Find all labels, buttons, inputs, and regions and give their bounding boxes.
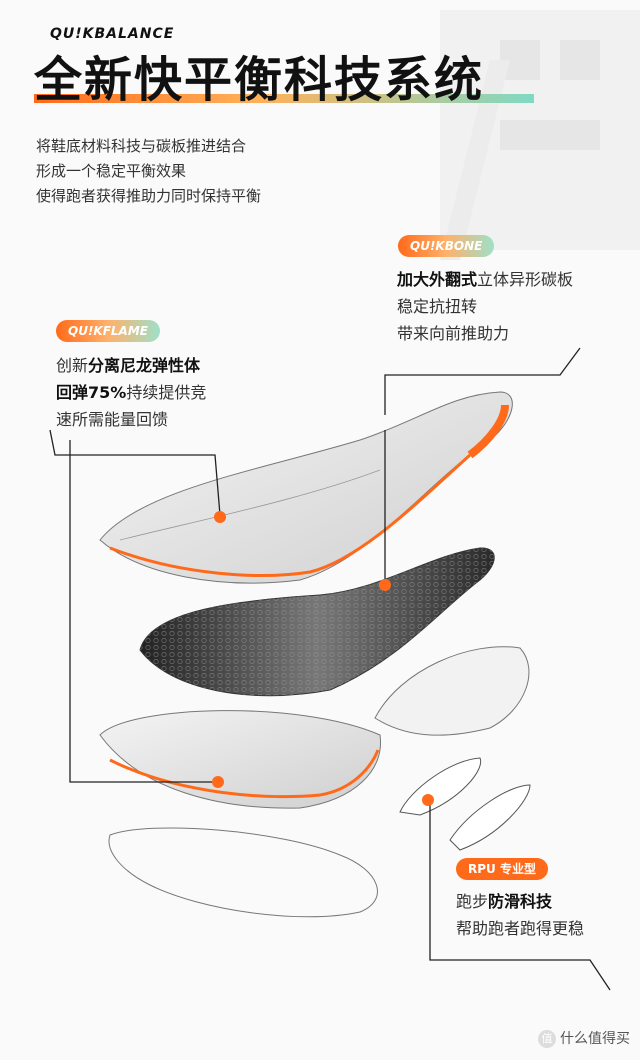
midsole-top-layer xyxy=(99,391,513,584)
intro-line: 将鞋底材料科技与碳板推进结合 xyxy=(36,137,247,155)
quikbone-line1: 立体异形碳板 xyxy=(477,270,574,289)
quikflame-line1-pre: 创新 xyxy=(56,356,89,375)
outsole-outline xyxy=(108,827,378,918)
intro-text: 将鞋底材料科技与碳板推进结合 形成一个稳定平衡效果 使得跑者获得推助力同时保持平… xyxy=(36,134,261,209)
leader-lines xyxy=(49,347,611,991)
quikflame-tag: QU!KFLAME xyxy=(56,320,160,342)
quikbone-line3: 带来向前推助力 xyxy=(397,324,510,343)
rpu-description: 跑步防滑科技 帮助跑者跑得更稳 xyxy=(456,888,584,942)
quikbone-description: 加大外翻式立体异形碳板 稳定抗扭转 带来向前推助力 xyxy=(397,266,573,347)
carbon-plate-layer xyxy=(139,547,495,697)
headline-block: 全新快平衡科技系统 xyxy=(34,50,534,110)
watermark-text: 什么值得买 xyxy=(560,1031,630,1047)
headline-underline xyxy=(34,94,534,103)
watermark: 值什么值得买 xyxy=(538,1028,630,1048)
rpu-line2: 帮助跑者跑得更稳 xyxy=(456,919,585,938)
heel-pieces xyxy=(374,646,531,851)
page-title: 全新快平衡科技系统 xyxy=(34,52,485,108)
intro-line: 使得跑者获得推助力同时保持平衡 xyxy=(36,187,262,205)
quikflame-bold: 分离尼龙弹性体 xyxy=(88,356,201,375)
quikbone-line2: 稳定抗扭转 xyxy=(397,297,478,316)
quikflame-description: 创新分离尼龙弹性体 回弹75%持续提供竞 速所需能量回馈 xyxy=(56,352,206,433)
quikflame-rebound: 回弹75% xyxy=(56,383,127,402)
brand-logo-text: QU!KBALANCE xyxy=(50,26,175,42)
quikbone-bold: 加大外翻式 xyxy=(397,270,478,289)
intro-line: 形成一个稳定平衡效果 xyxy=(36,162,187,180)
quikbone-tag: QU!KBONE xyxy=(398,235,495,257)
rpu-tag: RPU 专业型 xyxy=(456,858,548,880)
midsole-forefoot-layer xyxy=(99,710,382,809)
rpu-line1-pre: 跑步 xyxy=(456,892,489,911)
callout-dots xyxy=(212,511,434,806)
background-pattern xyxy=(440,10,640,260)
rpu-bold: 防滑科技 xyxy=(488,892,553,911)
watermark-logo-icon: 值 xyxy=(538,1030,556,1048)
quikflame-line3: 速所需能量回馈 xyxy=(56,410,169,429)
quikflame-line2: 持续提供竞 xyxy=(126,383,207,402)
